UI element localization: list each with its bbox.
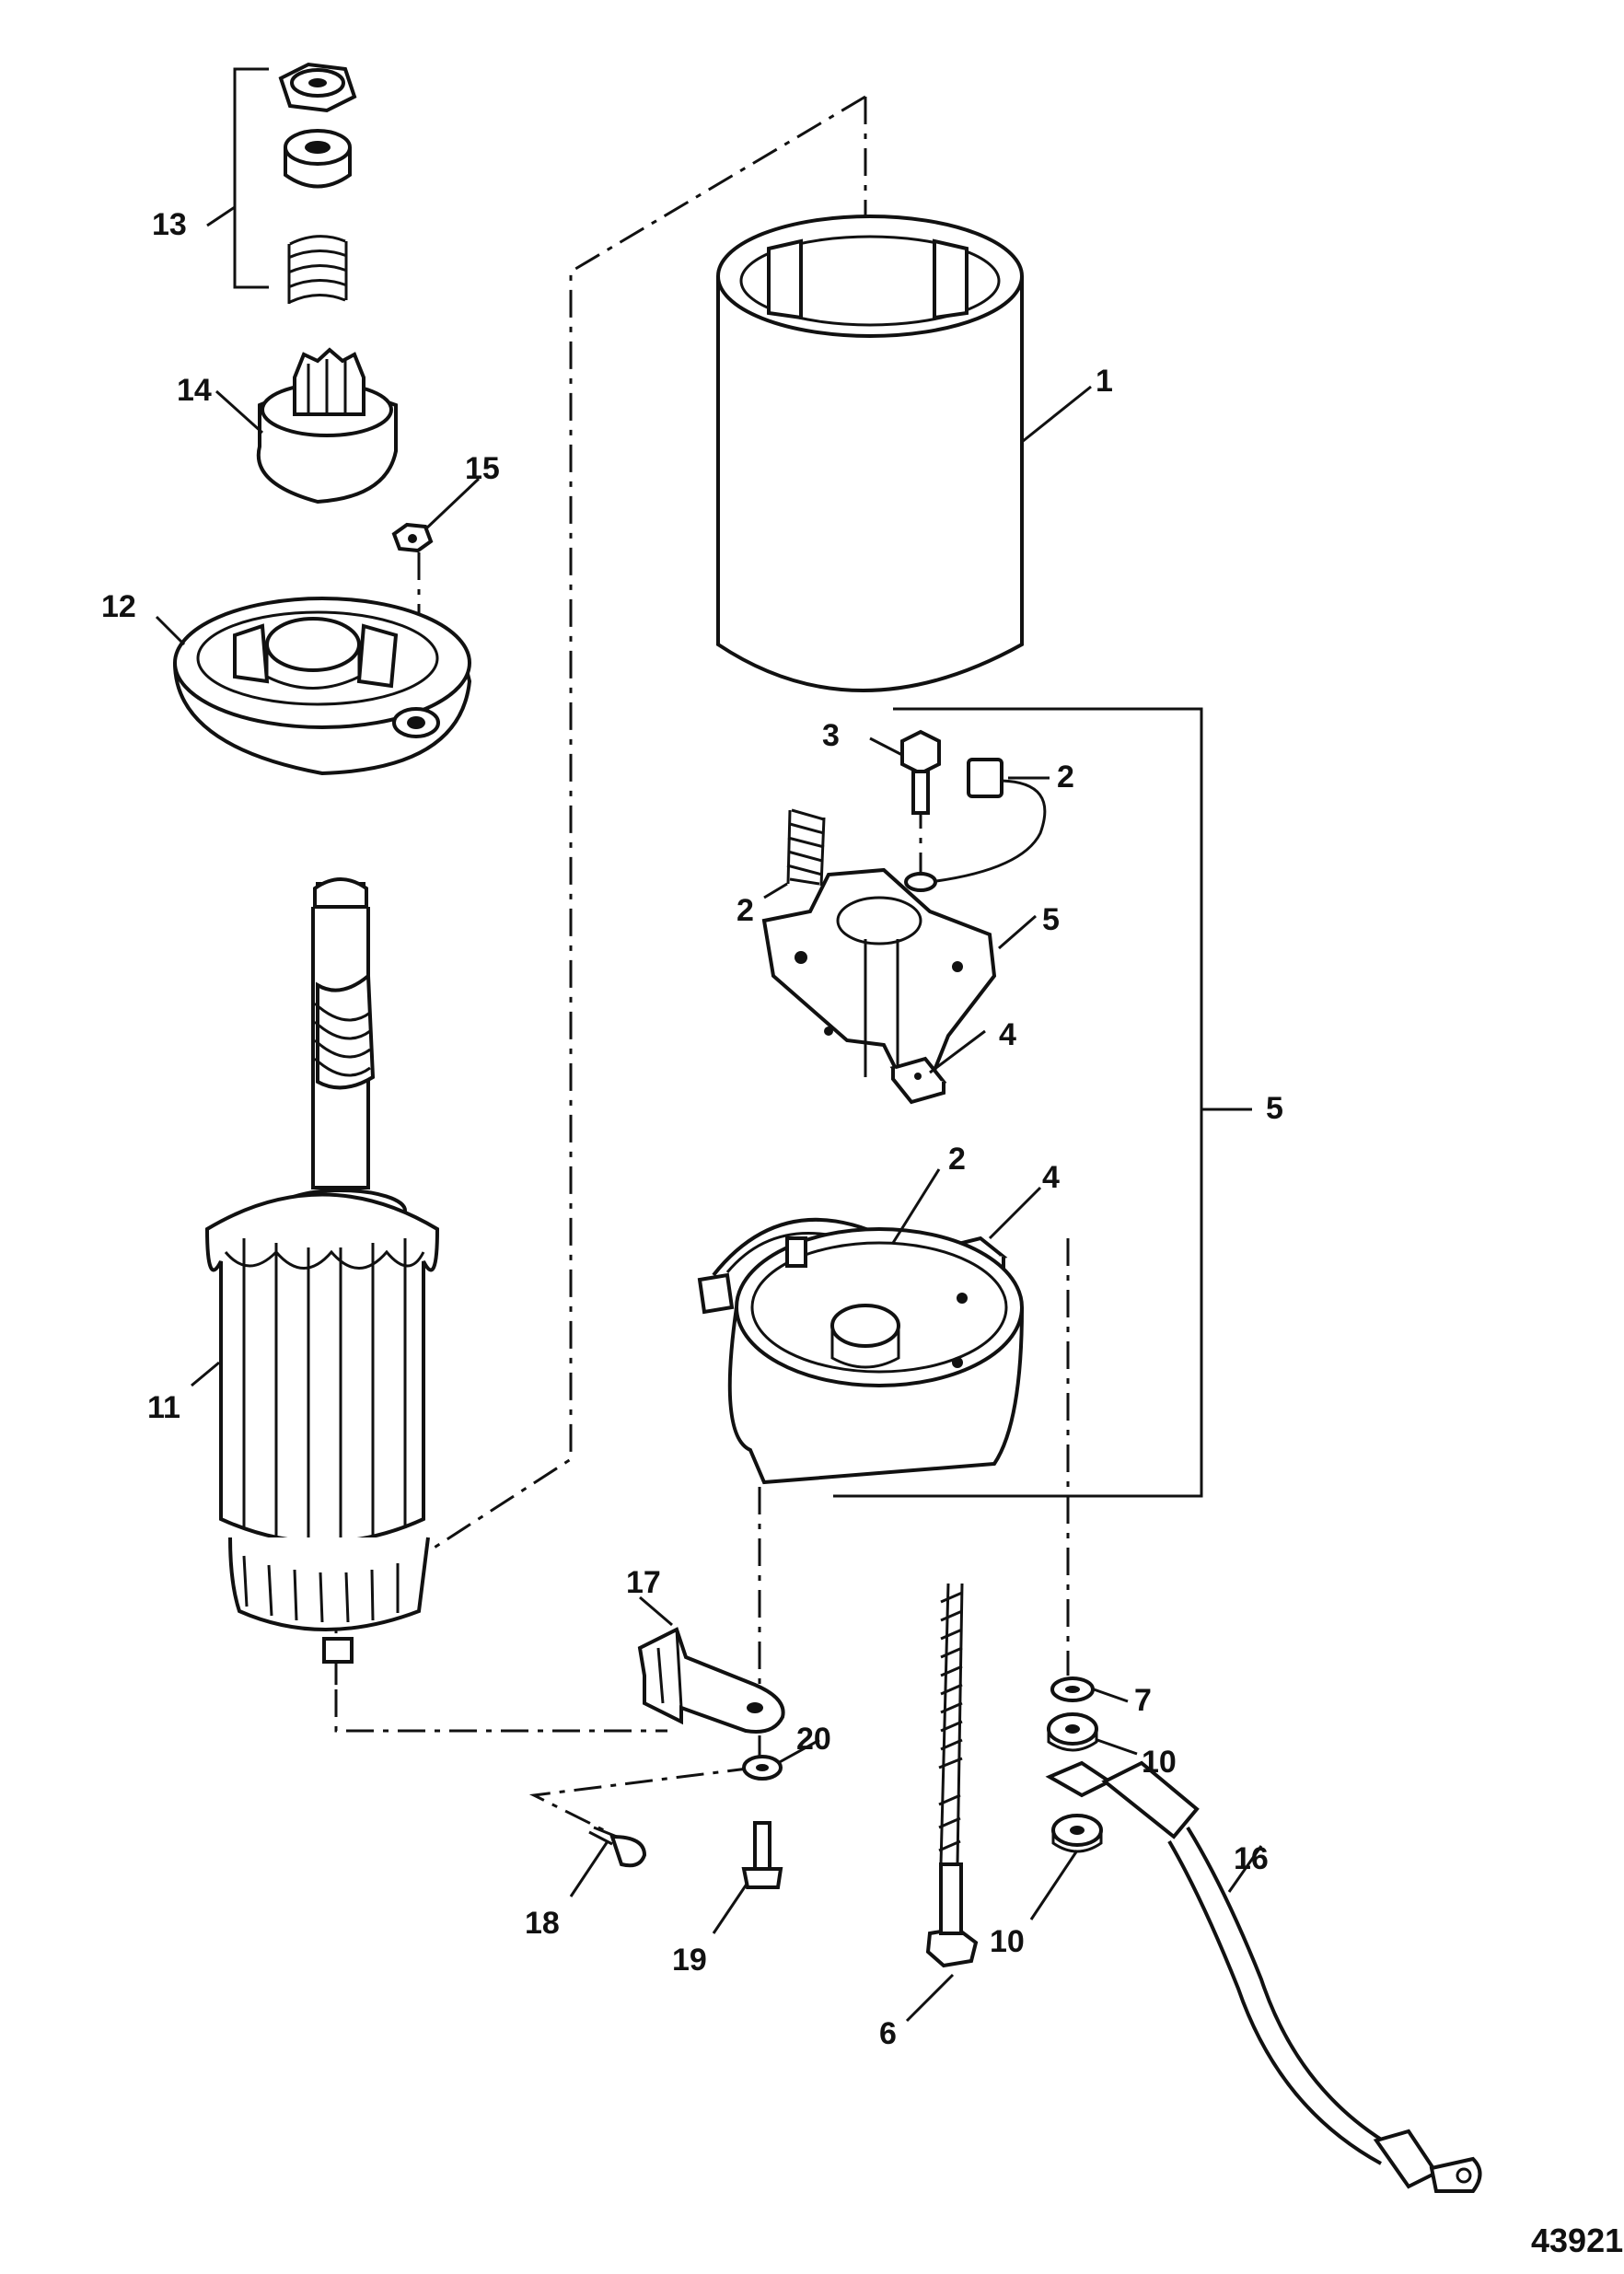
label-20: 20 [796, 1722, 831, 1757]
label-17: 17 [626, 1565, 661, 1600]
part-1-field-frame [716, 215, 1024, 692]
label-6: 6 [879, 2016, 897, 2051]
part-13-spring [287, 235, 348, 304]
part-10-nut-upper [1047, 1712, 1098, 1752]
callout-labels: 1 2 2 2 3 4 4 5 5 6 7 10 10 11 12 13 14 … [101, 207, 1283, 2051]
label-10-lower: 10 [990, 1924, 1025, 1959]
label-4-upper: 4 [999, 1017, 1016, 1052]
label-14: 14 [177, 373, 212, 408]
label-10-upper: 10 [1142, 1745, 1177, 1780]
label-15: 15 [465, 451, 500, 486]
part-11-armature [204, 877, 440, 1664]
commutator-end-cap [727, 1227, 1024, 1485]
part-14-drive-pinion [256, 347, 398, 505]
label-11: 11 [147, 1390, 180, 1425]
label-2-brush-set: 2 [948, 1142, 966, 1177]
part-15-nut [391, 522, 434, 553]
part-6-through-bolt [925, 1583, 979, 1968]
part-16-cable [1045, 1760, 1482, 2193]
part-2-brush-spring [786, 808, 826, 887]
label-1: 1 [1096, 364, 1113, 399]
part-12-drive-end-frame [173, 597, 472, 776]
label-12: 12 [101, 589, 136, 624]
label-13: 13 [152, 207, 187, 242]
label-3: 3 [822, 718, 840, 753]
label-2-spring: 2 [737, 893, 754, 928]
label-2-brush-lead: 2 [1057, 760, 1074, 795]
part-10-nut-lower [1051, 1814, 1103, 1853]
part-13-nut [278, 62, 357, 113]
part-13-bracket [233, 67, 269, 289]
part-7-washer [1050, 1676, 1095, 1702]
part-17-bracket [637, 1627, 785, 1734]
figure-number: 43921 [1531, 2222, 1623, 2259]
label-5-holder: 5 [1042, 902, 1060, 937]
label-5-assembly: 5 [1266, 1091, 1283, 1126]
label-7: 7 [1134, 1683, 1152, 1718]
part-5-bracket [833, 707, 1203, 1498]
label-18: 18 [525, 1906, 560, 1941]
part-4-nut-upper [889, 1056, 947, 1105]
label-4-lower: 4 [1042, 1160, 1060, 1195]
label-19: 19 [672, 1943, 707, 1978]
part-13-bushing [284, 129, 352, 189]
leader-lines [155, 205, 1263, 2023]
label-16: 16 [1234, 1841, 1269, 1876]
part-20-washer [742, 1755, 783, 1781]
part-5-brush-holder [761, 867, 997, 1084]
part-19-screw [741, 1821, 783, 1889]
part-2-brush-lead-upper [904, 758, 1047, 892]
part-18-bolt [588, 1826, 647, 1868]
part-3-screw [900, 729, 941, 815]
